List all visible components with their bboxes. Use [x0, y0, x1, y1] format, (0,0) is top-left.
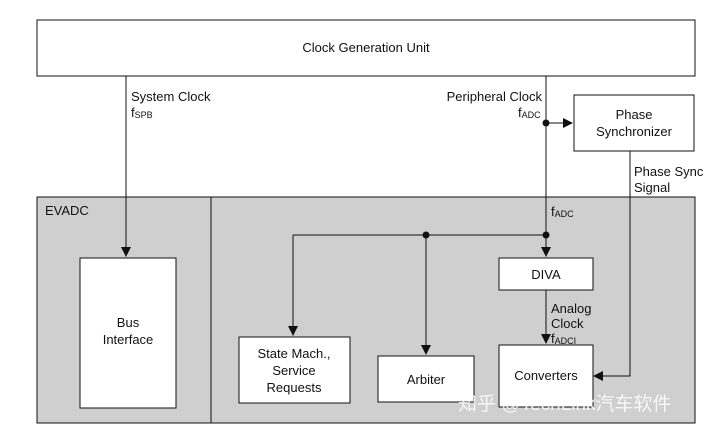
bus-interface-line2: Interface: [103, 332, 154, 347]
state-machine-line2: Service: [272, 363, 315, 378]
clock-generation-unit-box: [36, 19, 696, 77]
fadc-label: fADC: [551, 204, 574, 219]
phase-synchronizer-box: [573, 94, 695, 152]
peripheral-clock-freq: fADC: [518, 105, 541, 120]
watermark: 知乎 @TechLink汽车软件: [458, 393, 672, 415]
diva-label: DIVA: [531, 267, 561, 282]
converters-box: [498, 344, 594, 408]
analog-clock-freq: fADCI: [551, 331, 576, 346]
analog-clock-line2: Clock: [551, 316, 584, 331]
phase-synchronizer-line2: Synchronizer: [596, 124, 673, 139]
phase-synchronizer-line1: Phase: [616, 107, 653, 122]
state-machine-line3: Requests: [267, 380, 322, 395]
bus-junction-diva: [542, 231, 550, 239]
state-machine-box: [238, 336, 351, 404]
analog-clock-line1: Analog: [551, 301, 591, 316]
converters-label: Converters: [514, 368, 578, 383]
peripheral-clock-label: Peripheral Clock: [447, 89, 543, 104]
evadc-label: EVADC: [45, 203, 89, 218]
clock-generation-unit-label: Clock Generation Unit: [302, 40, 430, 55]
phase-sync-signal-line1: Phase Sync: [634, 164, 704, 179]
bus-interface-line1: Bus: [117, 315, 140, 330]
arbiter-box: [377, 355, 475, 403]
system-clock-freq: fSPB: [131, 105, 153, 120]
diva-box: [498, 257, 594, 291]
state-machine-line1: State Mach.,: [258, 346, 331, 361]
arbiter-label: Arbiter: [407, 372, 446, 387]
system-clock-label: System Clock: [131, 89, 211, 104]
phase-sync-signal-line2: Signal: [634, 180, 670, 195]
bus-interface-box: [79, 257, 177, 409]
phase-sync-signal-line: [593, 151, 631, 381]
